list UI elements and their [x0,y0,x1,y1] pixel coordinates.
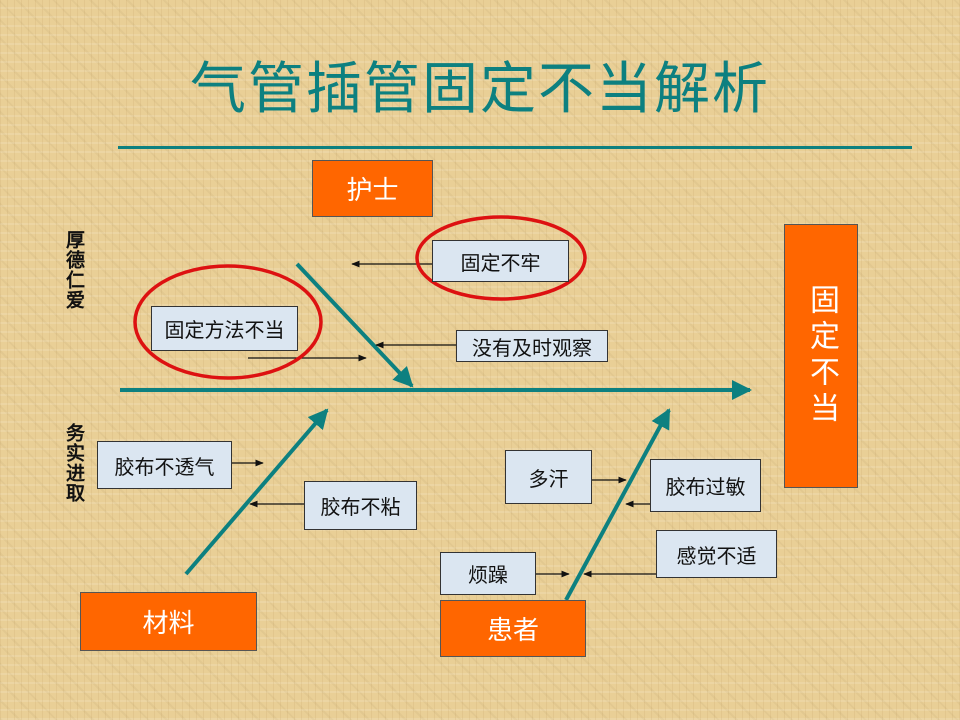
side-label-upper: 厚德仁爱 [63,230,85,310]
category-material: 材料 [80,592,257,651]
effect-box: 固定不当 [784,224,858,488]
cause-restless: 烦躁 [440,552,536,595]
cause-tape-not-sticky: 胶布不粘 [304,481,417,530]
cause-not-secure: 固定不牢 [432,240,569,282]
cause-discomfort: 感觉不适 [656,530,777,578]
highlight-circle-improper-method [133,264,323,380]
cause-no-timely-observation: 没有及时观察 [456,330,608,362]
material-bone [184,408,329,576]
cause-tape-not-breathable: 胶布不透气 [97,441,232,489]
title-divider [118,146,912,149]
patient-bone [564,408,671,601]
category-patient: 患者 [440,600,586,657]
cause-tape-allergy: 胶布过敏 [650,459,761,512]
page-title: 气管插管固定不当解析 [190,57,770,122]
highlight-circle-not-secure [415,215,587,301]
nurse-bone [295,262,414,388]
cause-improper-method: 固定方法不当 [151,306,298,351]
cause-sweating: 多汗 [505,450,592,504]
category-nurse: 护士 [312,160,433,217]
side-label-lower: 务实进取 [63,423,85,503]
